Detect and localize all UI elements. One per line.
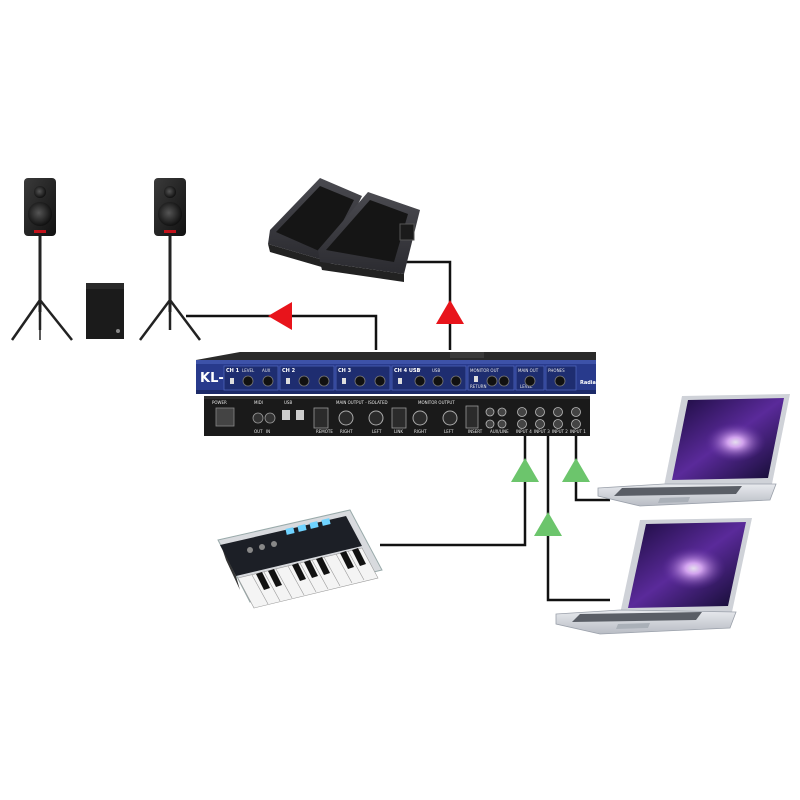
rear-link-label: LINK — [394, 429, 403, 434]
rear-remote-label: REMOTE — [316, 429, 333, 434]
front-level-label: LEVEL — [242, 368, 255, 373]
output-arrow-monitor — [436, 300, 464, 324]
rear-labels: POWER MIDI USB MAIN OUTPUT - ISOLATED MO… — [212, 400, 586, 434]
front-ch3-label: CH 3 — [338, 368, 352, 374]
input-arrow-laptop-bottom — [534, 512, 562, 536]
front-ch2-label: CH 2 — [282, 368, 296, 374]
front-14-label: 14" — [414, 368, 421, 373]
front-main-out-label: MAIN OUT — [518, 368, 539, 373]
front-ch1-label: CH 1 — [226, 368, 240, 374]
front-main-level-label: LEVEL — [520, 384, 533, 389]
stage-monitors — [268, 178, 420, 282]
rear-monitor-right-label: RIGHT — [414, 429, 427, 434]
rear-input2-label: INPUT 2 — [552, 429, 568, 434]
front-channel-strips: CH 1 CH 2 CH 3 CH 4 USB LEVEL AUX 14" US… — [223, 365, 598, 391]
rear-main-right-label: RIGHT — [340, 429, 353, 434]
rear-midi-out-label: OUT — [254, 429, 263, 434]
front-aux-label: AUX — [262, 368, 271, 373]
cable-keyboard — [380, 418, 527, 547]
rear-monitor-left-label: LEFT — [444, 429, 454, 434]
rear-main-left-label: LEFT — [372, 429, 382, 434]
rear-midi-label: MIDI — [254, 400, 263, 405]
kl8-mixer: KL-8 CH 1 CH 2 CH 3 CH 4 USB LEVEL AUX 1… — [196, 352, 598, 436]
cable-laptop-bottom — [546, 418, 610, 602]
front-switches — [230, 376, 478, 384]
midi-keyboard — [217, 509, 383, 609]
rear-input4-label: INPUT 4 — [516, 429, 532, 434]
laptop-top — [597, 394, 790, 507]
input-arrow-keyboard — [511, 458, 539, 482]
cable-laptop-top — [574, 418, 610, 502]
front-return-label: RETURN — [470, 384, 486, 389]
input-arrow-laptop-top — [562, 458, 590, 482]
pa-speaker-left — [10, 178, 73, 341]
rear-usb-label: USB — [284, 400, 292, 405]
rear-insert-label: INSERT — [468, 429, 483, 434]
rear-midi-in-label: IN — [266, 429, 270, 434]
rear-power-label: POWER — [212, 400, 227, 405]
rear-auxline-label: AUX/LINE — [490, 429, 509, 434]
output-arrow-main — [268, 302, 292, 330]
front-knobs — [242, 375, 566, 387]
laptop-bottom — [555, 518, 752, 635]
pa-speaker-right — [139, 178, 201, 341]
front-phones-label: PHONES — [548, 368, 565, 373]
rear-connectors — [215, 405, 581, 429]
cable-monitor-out — [400, 260, 452, 350]
cable-main-out — [186, 314, 378, 350]
rear-main-output-label: MAIN OUTPUT - ISOLATED — [336, 400, 388, 405]
front-ch4-label: CH 4 USB — [394, 368, 420, 374]
front-usb-label: USB — [432, 368, 440, 373]
front-brand-label: Radial — [580, 380, 598, 386]
subwoofer — [86, 283, 124, 339]
rear-monitor-output-label: MONITOR OUTPUT — [418, 400, 455, 405]
rear-input3-label: INPUT 3 — [534, 429, 550, 434]
front-monitor-out-label: MONITOR OUT — [470, 368, 499, 373]
rear-input1-label: INPUT 1 — [570, 429, 586, 434]
